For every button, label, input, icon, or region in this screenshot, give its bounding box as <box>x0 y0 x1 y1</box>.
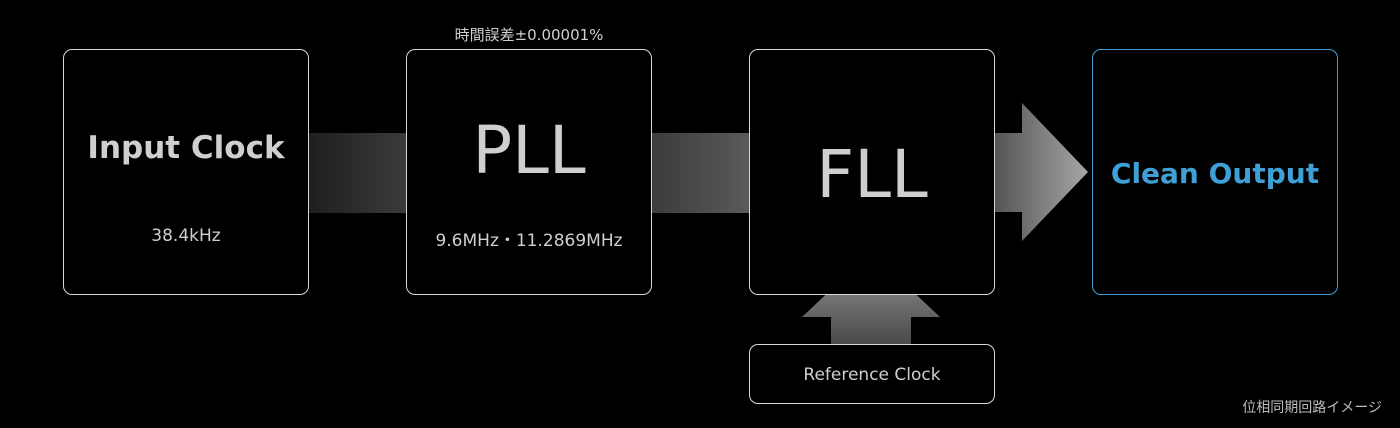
clean-output-box: Clean Output <box>1092 49 1338 295</box>
clean-output-title: Clean Output <box>1110 157 1320 190</box>
pll-title: PLL <box>472 112 586 189</box>
pll-frequency: 9.6MHz・11.2869MHz <box>435 231 623 251</box>
connector-pll-to-fll <box>652 133 749 213</box>
pll-box: PLL 9.6MHz・11.2869MHz <box>406 49 652 295</box>
fll-box: FLL <box>749 49 995 295</box>
input-clock-box: Input Clock 38.4kHz <box>63 49 309 295</box>
diagram-caption: 位相同期回路イメージ <box>1242 400 1382 416</box>
pll-accuracy-note: 時間誤差±0.00001% <box>454 26 604 44</box>
reference-clock-box: Reference Clock <box>749 344 995 404</box>
fll-title: FLL <box>816 136 928 213</box>
input-clock-title: Input Clock <box>87 130 285 166</box>
arrow-fll-to-output <box>995 103 1088 241</box>
connector-input-to-pll <box>309 133 406 213</box>
arrow-reference-to-fll <box>802 252 940 344</box>
reference-clock-title: Reference Clock <box>803 365 941 385</box>
input-clock-frequency: 38.4kHz <box>151 226 221 246</box>
